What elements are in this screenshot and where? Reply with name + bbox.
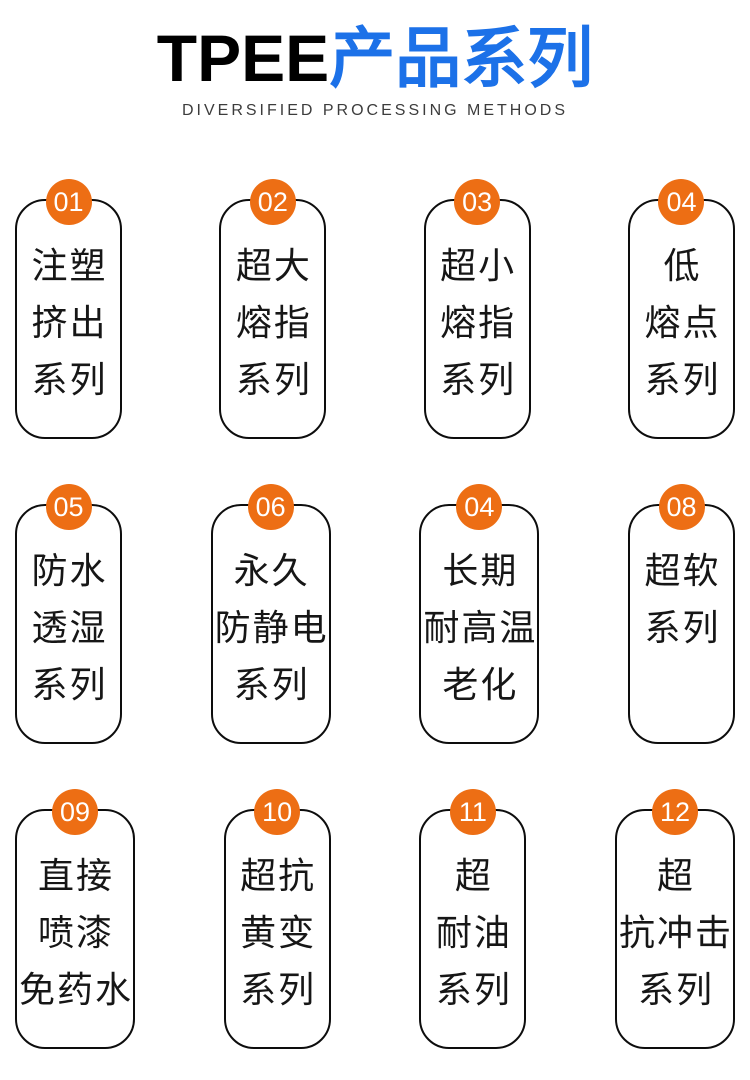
card-body: 注塑挤出系列 bbox=[15, 199, 122, 439]
card-body: 超抗黄变系列 bbox=[223, 809, 331, 1049]
card-text-line: 超大 bbox=[235, 245, 312, 286]
series-card: 12 超抗冲击系列 bbox=[614, 789, 735, 1049]
card-text-line: 黄变 bbox=[240, 912, 317, 953]
series-card: 09 直接喷漆免药水 bbox=[15, 789, 136, 1049]
number-badge: 04 bbox=[658, 179, 705, 225]
card-text-line: 系列 bbox=[31, 664, 108, 705]
series-card: 04 长期耐高温老化 bbox=[419, 484, 540, 744]
card-text-line: 系列 bbox=[440, 359, 517, 400]
card-text-line: 老化 bbox=[442, 664, 519, 705]
series-card: 02 超大熔指系列 bbox=[219, 179, 327, 439]
card-body: 超大熔指系列 bbox=[219, 199, 327, 439]
card-text-line: 系列 bbox=[644, 359, 721, 400]
page-title: TPEE产品系列 bbox=[0, 22, 750, 94]
card-text-line: 系列 bbox=[644, 607, 721, 648]
series-card: 03 超小熔指系列 bbox=[423, 179, 531, 439]
card-row: 09 直接喷漆免药水 10 超抗黄变系列 11 超耐油系列 12 超抗冲击系列 bbox=[0, 789, 750, 1049]
card-text-line: 耐油 bbox=[435, 912, 512, 953]
card-text-line: 挤出 bbox=[31, 302, 108, 343]
card-grid: 01 注塑挤出系列 02 超大熔指系列 03 超小熔指系列 04 低熔点系列 0… bbox=[0, 179, 750, 1049]
card-text-line: 熔指 bbox=[440, 302, 517, 343]
card-text-line: 系列 bbox=[233, 664, 310, 705]
card-body: 永久防静电系列 bbox=[210, 504, 331, 744]
card-text-line: 熔点 bbox=[644, 302, 721, 343]
number-badge: 11 bbox=[449, 789, 496, 835]
card-text-line: 超小 bbox=[440, 245, 517, 286]
card-text-line: 直接 bbox=[38, 855, 115, 896]
card-body: 超小熔指系列 bbox=[423, 199, 531, 439]
card-body: 长期耐高温老化 bbox=[419, 504, 540, 744]
card-body: 直接喷漆免药水 bbox=[15, 809, 136, 1049]
number-badge: 05 bbox=[45, 484, 92, 530]
title-cn: 产品系列 bbox=[329, 21, 594, 95]
card-text-line: 超抗 bbox=[240, 855, 317, 896]
card-text-line: 免药水 bbox=[19, 969, 134, 1010]
card-row: 05 防水透湿系列 06 永久防静电系列 04 长期耐高温老化 08 超软系列 bbox=[0, 484, 750, 744]
card-body: 防水透湿系列 bbox=[15, 504, 122, 744]
series-card: 04 低熔点系列 bbox=[627, 179, 735, 439]
number-badge: 12 bbox=[651, 789, 698, 835]
card-text-line: 系列 bbox=[240, 969, 317, 1010]
number-badge: 01 bbox=[45, 179, 92, 225]
card-body: 低熔点系列 bbox=[627, 199, 735, 439]
number-badge: 02 bbox=[249, 179, 296, 225]
card-body: 超软系列 bbox=[628, 504, 735, 744]
card-text-line: 长期 bbox=[442, 550, 519, 591]
card-text-line: 透湿 bbox=[31, 607, 108, 648]
series-card: 11 超耐油系列 bbox=[419, 789, 527, 1049]
card-text-line: 喷漆 bbox=[38, 912, 115, 953]
card-text-line: 抗冲击 bbox=[618, 912, 733, 953]
card-text-line: 防水 bbox=[31, 550, 108, 591]
series-card: 05 防水透湿系列 bbox=[15, 484, 122, 744]
number-badge: 03 bbox=[454, 179, 501, 225]
card-body: 超耐油系列 bbox=[419, 809, 527, 1049]
number-badge: 04 bbox=[456, 484, 503, 530]
card-text-line: 系列 bbox=[637, 969, 714, 1010]
card-text-line: 耐高温 bbox=[423, 607, 538, 648]
card-text-line: 注塑 bbox=[31, 245, 108, 286]
card-text-line: 超 bbox=[454, 855, 493, 896]
card-text-line: 系列 bbox=[435, 969, 512, 1010]
card-text-line: 超 bbox=[656, 855, 695, 896]
series-card: 06 永久防静电系列 bbox=[210, 484, 331, 744]
card-text-line: 熔指 bbox=[235, 302, 312, 343]
series-card: 10 超抗黄变系列 bbox=[223, 789, 331, 1049]
series-card: 08 超软系列 bbox=[628, 484, 735, 744]
card-text-line: 低 bbox=[663, 245, 702, 286]
number-badge: 06 bbox=[247, 484, 294, 530]
card-text-line: 防静电 bbox=[214, 607, 329, 648]
number-badge: 10 bbox=[254, 789, 301, 835]
number-badge: 08 bbox=[658, 484, 705, 530]
card-text-line: 系列 bbox=[235, 359, 312, 400]
card-text-line: 永久 bbox=[233, 550, 310, 591]
series-card: 01 注塑挤出系列 bbox=[15, 179, 122, 439]
header: TPEE产品系列 DIVERSIFIED PROCESSING METHODS bbox=[0, 0, 750, 120]
card-body: 超抗冲击系列 bbox=[614, 809, 735, 1049]
subtitle: DIVERSIFIED PROCESSING METHODS bbox=[181, 102, 569, 119]
card-text-line: 超软 bbox=[644, 550, 721, 591]
number-badge: 09 bbox=[52, 789, 98, 835]
title-en: TPEE bbox=[156, 21, 330, 95]
card-row: 01 注塑挤出系列 02 超大熔指系列 03 超小熔指系列 04 低熔点系列 bbox=[0, 179, 750, 439]
card-text-line: 系列 bbox=[31, 359, 108, 400]
